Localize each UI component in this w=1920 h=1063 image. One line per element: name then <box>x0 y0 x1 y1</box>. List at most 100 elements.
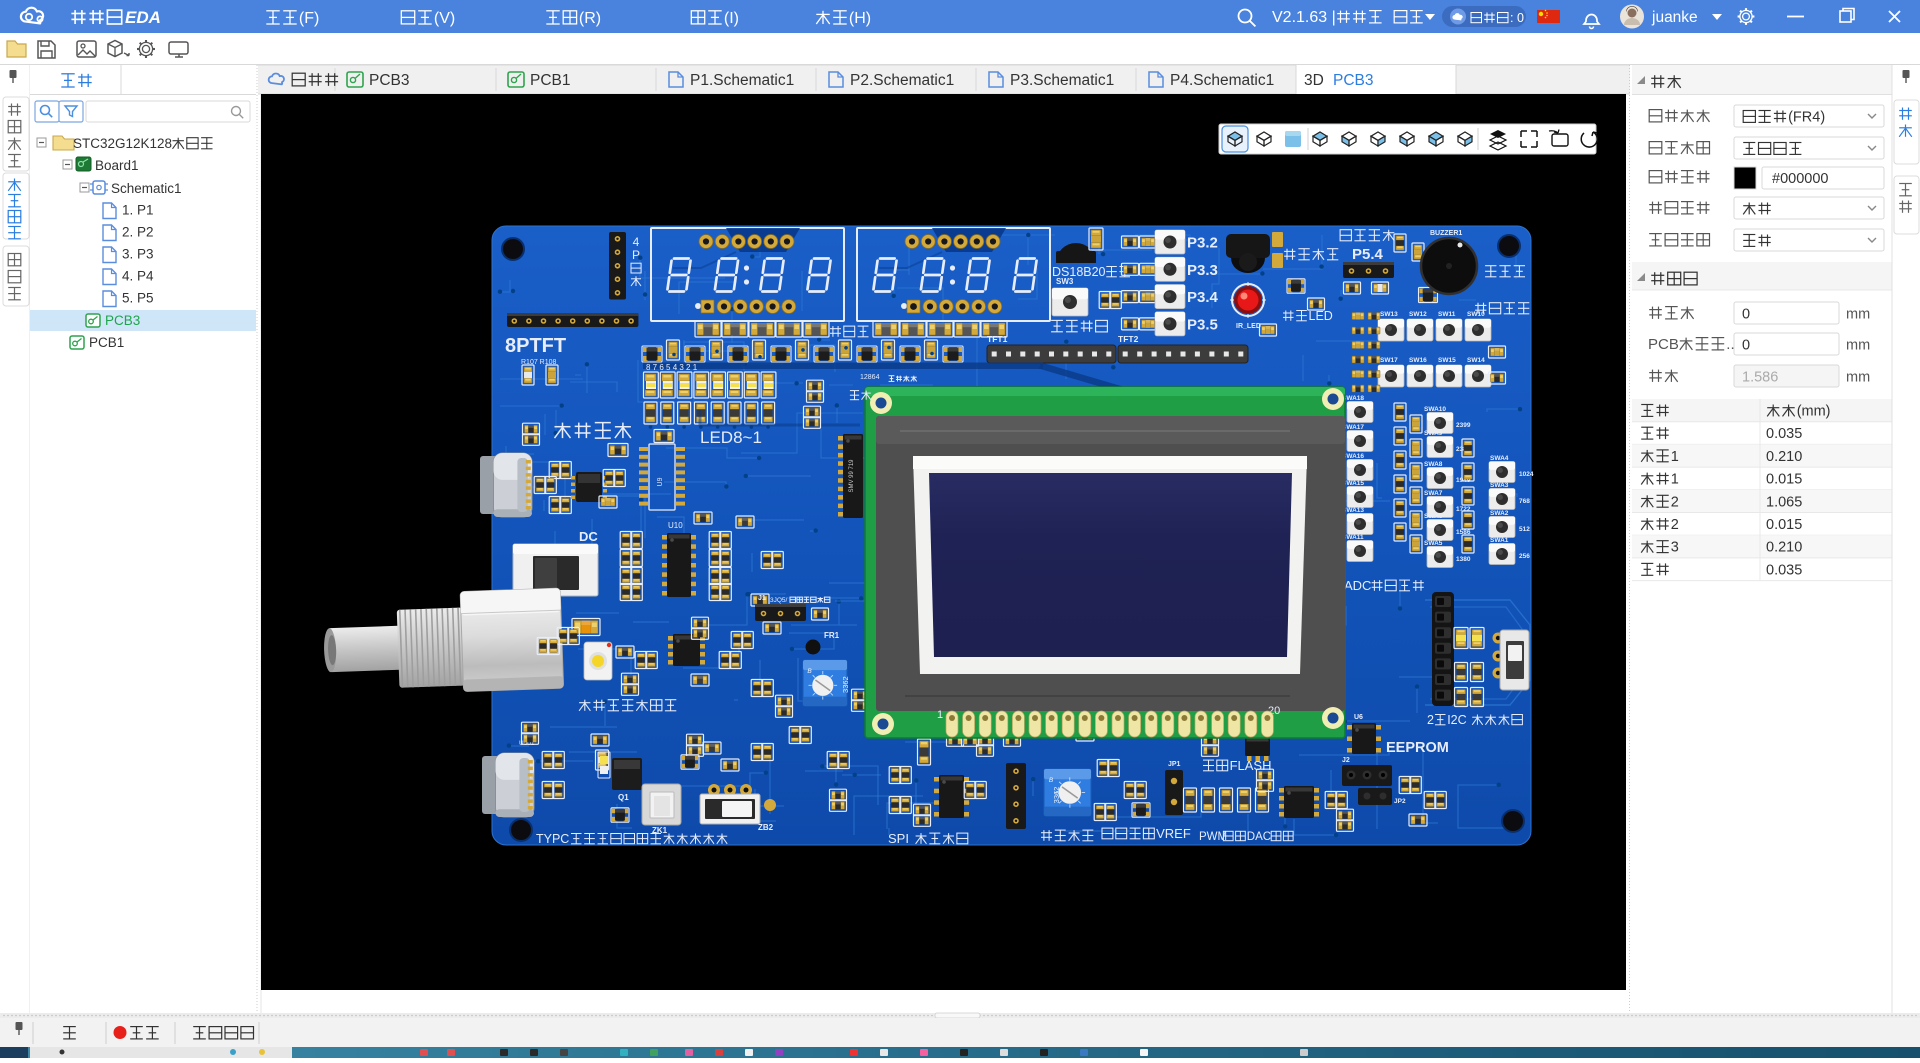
svg-text:juanke: juanke <box>1651 9 1698 26</box>
svg-text:SW16: SW16 <box>1409 357 1427 364</box>
svg-text:SWA7: SWA7 <box>1424 490 1443 497</box>
svg-text:3: 3 <box>1671 540 1679 556</box>
svg-text:5. P5: 5. P5 <box>122 291 154 306</box>
svg-text:Q1: Q1 <box>618 793 629 802</box>
svg-text:2: 2 <box>1671 494 1679 510</box>
svg-text:2399: 2399 <box>1456 422 1471 429</box>
svg-text:768: 768 <box>1519 498 1530 505</box>
svg-text:SWA9: SWA9 <box>1424 430 1443 437</box>
svg-text:P3.2: P3.2 <box>1187 235 1218 252</box>
svg-text:PCB1: PCB1 <box>530 72 571 89</box>
svg-text:Schematic1: Schematic1 <box>111 181 182 196</box>
svg-text:SWA8: SWA8 <box>1424 461 1443 468</box>
svg-text:2: 2 <box>1427 713 1434 727</box>
svg-text:PWM: PWM <box>1199 831 1227 843</box>
svg-text:mm: mm <box>1846 370 1870 386</box>
svg-text:Board1: Board1 <box>95 158 139 173</box>
svg-text:DAC: DAC <box>1247 831 1271 843</box>
svg-text:J2: J2 <box>1342 757 1350 764</box>
svg-text:P3.Schematic1: P3.Schematic1 <box>1010 72 1114 89</box>
svg-text:SW12: SW12 <box>1409 311 1427 318</box>
svg-text:0.210: 0.210 <box>1766 540 1802 556</box>
svg-text:P4.Schematic1: P4.Schematic1 <box>1170 72 1274 89</box>
svg-text:V2.1.63 |: V2.1.63 | <box>1272 9 1336 26</box>
svg-text:U501: U501 <box>519 740 535 747</box>
svg-text:SW11: SW11 <box>1438 311 1456 318</box>
svg-text:LED8~1: LED8~1 <box>700 428 762 447</box>
svg-text:2: 2 <box>1671 517 1679 533</box>
svg-text:0: 0 <box>1742 338 1750 354</box>
svg-text:JP1: JP1 <box>1168 761 1181 768</box>
svg-text:(FR4): (FR4) <box>1788 110 1825 126</box>
svg-text:mm: mm <box>1846 307 1870 323</box>
svg-text:1: 1 <box>1671 449 1679 465</box>
svg-text:P3.3: P3.3 <box>1187 262 1218 279</box>
svg-text:U6: U6 <box>1354 714 1363 721</box>
svg-text:(R): (R) <box>579 10 601 27</box>
svg-text:SWA4: SWA4 <box>1490 455 1509 462</box>
svg-text:3362: 3362 <box>1052 787 1061 804</box>
svg-text:EDA: EDA <box>125 8 161 27</box>
svg-text:IR_LED: IR_LED <box>1236 323 1261 330</box>
svg-text:ZB2: ZB2 <box>758 823 774 832</box>
svg-text:1.065: 1.065 <box>1766 494 1802 510</box>
svg-text:J1: J1 <box>758 595 766 602</box>
svg-text:TYPC: TYPC <box>536 832 569 846</box>
svg-text:1. P1: 1. P1 <box>122 203 154 218</box>
svg-text:(V): (V) <box>434 10 455 27</box>
svg-text:SWA11: SWA11 <box>1342 534 1364 541</box>
svg-text:PCB3: PCB3 <box>105 313 140 328</box>
svg-text:STC32G12K128: STC32G12K128 <box>73 136 172 151</box>
svg-text:SWA2: SWA2 <box>1490 510 1509 517</box>
svg-text:1722: 1722 <box>1456 506 1471 513</box>
svg-text:SWA1: SWA1 <box>1490 537 1509 544</box>
svg-text:ADC: ADC <box>1344 578 1371 593</box>
svg-text:1024: 1024 <box>1519 471 1534 478</box>
svg-text:EEPROM: EEPROM <box>1386 740 1449 756</box>
svg-text:(mm): (mm) <box>1797 404 1831 420</box>
svg-text:DS18B20: DS18B20 <box>1052 265 1106 279</box>
svg-text:3362: 3362 <box>841 676 850 693</box>
svg-text:256: 256 <box>1519 553 1530 560</box>
svg-text:8PTFT: 8PTFT <box>505 335 566 357</box>
svg-text:8 7 6 5 4 3: 8 7 6 5 4 3 2 1 <box>646 363 698 372</box>
svg-text:PCB3: PCB3 <box>369 72 410 89</box>
svg-text:512: 512 <box>1519 526 1530 533</box>
svg-text:TFT1: TFT1 <box>987 334 1008 344</box>
svg-text:3D: 3D <box>1304 72 1324 89</box>
svg-text:P5.4: P5.4 <box>1352 246 1384 263</box>
svg-text:1.586: 1.586 <box>1742 370 1778 386</box>
svg-text:B: B <box>807 668 812 675</box>
svg-text:4. P4: 4. P4 <box>122 269 154 284</box>
svg-text:P1.Schematic1: P1.Schematic1 <box>690 72 794 89</box>
svg-text:: 0: : 0 <box>1510 11 1524 25</box>
svg-text:3JQ5/: 3JQ5/ <box>770 597 788 604</box>
svg-text:VREF: VREF <box>1156 826 1191 841</box>
svg-text:SWA3: SWA3 <box>1490 482 1509 489</box>
svg-text:BUZZER1: BUZZER1 <box>1430 230 1462 237</box>
svg-text:SW15: SW15 <box>1438 357 1456 364</box>
svg-text:U10: U10 <box>668 521 683 530</box>
svg-text:SPI: SPI <box>888 831 909 846</box>
svg-text:TFT2: TFT2 <box>1118 334 1139 344</box>
svg-text:P2.Schematic1: P2.Schematic1 <box>850 72 954 89</box>
svg-text:SWA15: SWA15 <box>1342 480 1364 487</box>
svg-text:PCB3: PCB3 <box>1333 72 1374 89</box>
svg-text:P3.4: P3.4 <box>1187 289 1219 306</box>
svg-text:2384: 2384 <box>1456 446 1471 453</box>
svg-text:U9: U9 <box>657 477 664 486</box>
svg-text:1586: 1586 <box>1456 529 1471 536</box>
svg-text:FR1: FR1 <box>824 631 840 640</box>
svg-text:SW10: SW10 <box>1467 311 1485 318</box>
svg-text:P: P <box>632 248 640 262</box>
svg-text:SW13: SW13 <box>1380 311 1398 318</box>
svg-text:0.035: 0.035 <box>1766 426 1802 442</box>
svg-text:SWA13: SWA13 <box>1342 507 1364 514</box>
svg-text:(F): (F) <box>299 10 319 27</box>
svg-text:(H): (H) <box>849 10 871 27</box>
svg-text:PCB: PCB <box>1648 336 1679 353</box>
svg-text:12864: 12864 <box>860 374 880 381</box>
svg-text:1: 1 <box>1671 472 1679 488</box>
svg-text:SWA6: SWA6 <box>1424 513 1443 520</box>
svg-text:ZK1: ZK1 <box>652 826 668 835</box>
